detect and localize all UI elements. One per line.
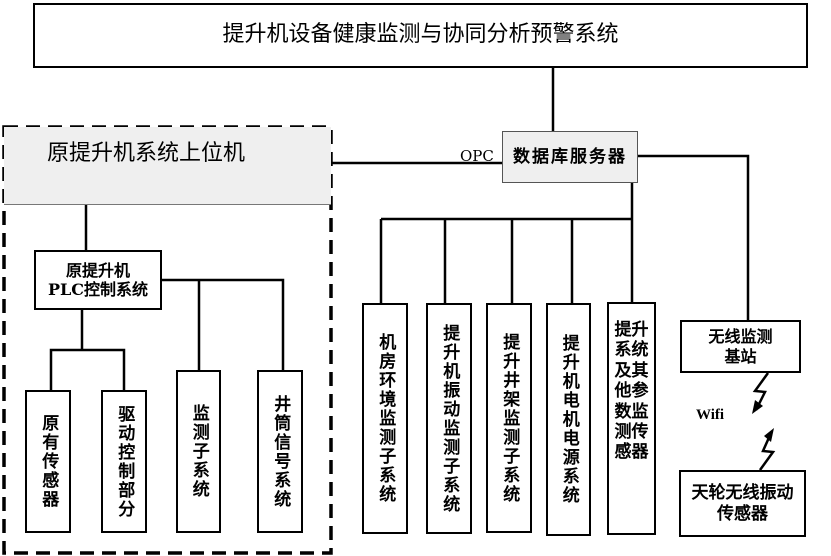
opc-label: OPC <box>460 147 494 165</box>
wireless-sensor-label: 天轮无线振动 传感器 <box>691 483 794 524</box>
db-child-label: 机房环境监测子系统 <box>375 333 396 504</box>
plc-child-box: 驱动控制部分 <box>101 390 147 533</box>
db-child-box: 提升井架监测子系统 <box>486 303 532 533</box>
wifi-label: Wifi <box>696 407 725 423</box>
plc-box: 原提升机 PLC控制系统 <box>34 250 162 310</box>
db-child-label: 提升 系统 及其 他参 数监 测传 感器 <box>614 320 649 463</box>
plc-child-label: 监测子系统 <box>188 404 209 499</box>
system-title: 提升机设备健康监测与协同分析预警系统 <box>222 22 619 48</box>
wifi-signal-icon <box>752 372 776 471</box>
db-child-box: 提升 系统 及其 他参 数监 测传 感器 <box>607 302 656 535</box>
db-child-label: 提升机电机电源系统 <box>558 334 579 505</box>
plc-child-label: 井筒信号系统 <box>270 394 291 509</box>
db-server-box: 数据库服务器 <box>502 131 638 183</box>
plc-child-box: 监测子系统 <box>176 370 221 533</box>
wireless-sensor-box: 天轮无线振动 传感器 <box>679 470 806 537</box>
db-child-box: 机房环境监测子系统 <box>362 303 408 534</box>
db-server-label: 数据库服务器 <box>513 146 627 167</box>
upper-computer-box: 原提升机系统上位机 <box>4 127 331 205</box>
db-child-box: 提升机振动监测子系统 <box>426 303 472 534</box>
plc-child-box: 井筒信号系统 <box>257 370 303 533</box>
wireless-station-label: 无线监测 基站 <box>708 327 773 366</box>
wireless-station-box: 无线监测 基站 <box>680 320 801 373</box>
plc-child-label: 原有传感器 <box>38 414 59 509</box>
upper-computer-label: 原提升机系统上位机 <box>47 141 246 166</box>
db-child-box: 提升机电机电源系统 <box>546 303 591 536</box>
db-child-label: 提升机振动监测子系统 <box>439 323 460 514</box>
system-title-box: 提升机设备健康监测与协同分析预警系统 <box>33 3 808 68</box>
plc-child-label: 驱动控制部分 <box>114 404 135 519</box>
plc-label: 原提升机 PLC控制系统 <box>47 260 149 299</box>
db-child-label: 提升井架监测子系统 <box>499 332 520 504</box>
plc-child-box: 原有传感器 <box>25 390 71 533</box>
